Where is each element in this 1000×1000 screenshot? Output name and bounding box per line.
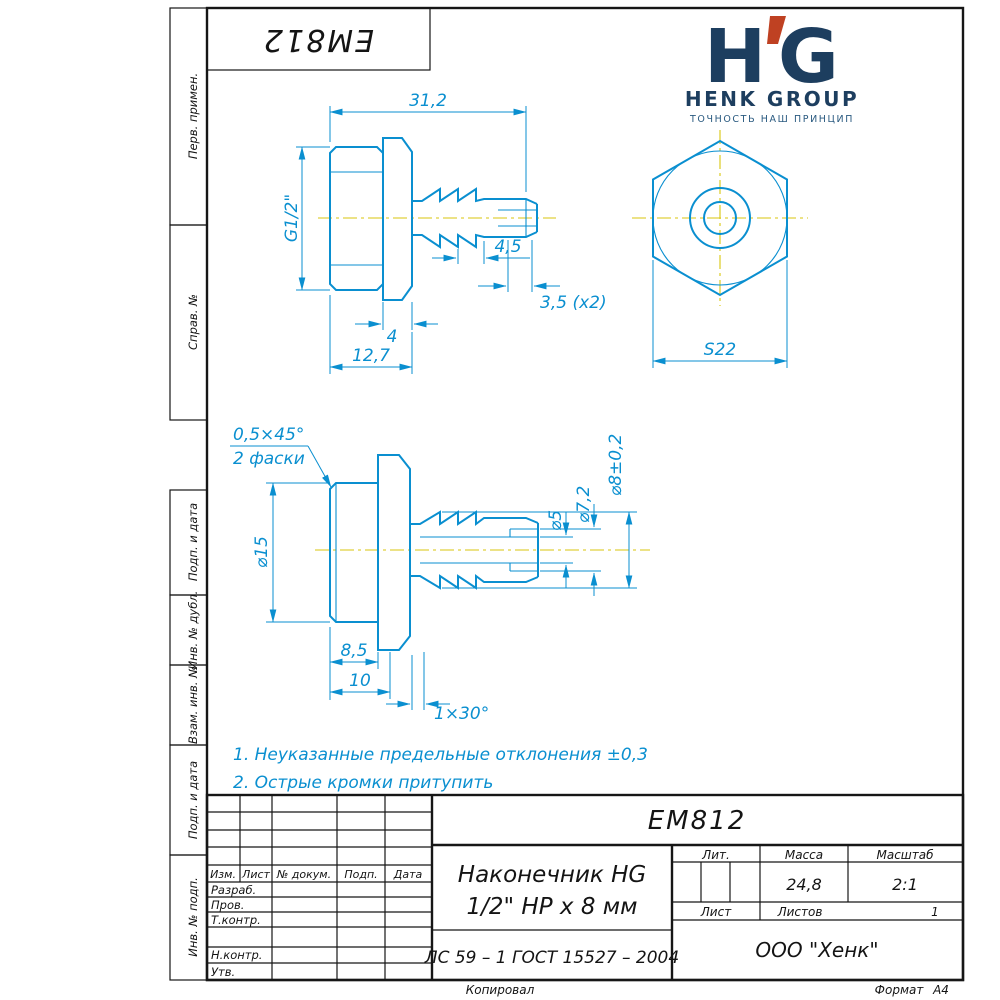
footer: Копировал Формат А4 (466, 983, 949, 997)
section-barb-bottom (410, 574, 539, 590)
sheet-label: Лист (700, 905, 732, 919)
front-view-bore-outer (689, 187, 751, 249)
row-nkontr: Н.контр. (211, 948, 262, 962)
section-collar (377, 454, 411, 651)
copied-label: Копировал (466, 983, 535, 997)
scale-label: Масштаб (876, 848, 934, 862)
technical-notes: 1. Неуказанные предельные отклонения ±0,… (233, 745, 648, 793)
front-view-chamfer-circle (652, 150, 788, 286)
dim-thread: G1/2" (282, 194, 302, 242)
top-stamp-code: EM812 (262, 22, 374, 57)
doc-number: EM812 (648, 806, 747, 836)
front-view-hexagon (652, 139, 788, 297)
side-view-barb-bottom (412, 231, 538, 249)
part-name-line2: 1/2" НР х 8 мм (467, 894, 638, 920)
margin-label-podp2: Подп. и дата (186, 761, 200, 839)
row-razrab: Разраб. (211, 883, 256, 897)
dim-d72: ⌀7,2 (574, 486, 594, 523)
section-head (329, 482, 379, 623)
margin-labels: Перв. примен. Справ. № Подп. и дата Инв.… (186, 73, 200, 957)
side-view-barb-top (412, 187, 538, 205)
note-1: 1. Неуказанные предельные отклонения ±0,… (233, 745, 648, 765)
section-barb-top (410, 510, 539, 526)
lit-label: Лит. (701, 848, 730, 862)
dim-85: 8,5 (340, 641, 367, 661)
format-value: А4 (932, 983, 949, 997)
top-stamp: EM812 (206, 7, 431, 71)
part-name-line1: Наконечник HG (458, 862, 646, 888)
dim-length: 31,2 (409, 91, 447, 111)
company-name: ООО "Хенк" (755, 938, 878, 962)
dim-across-flats: S22 (704, 340, 736, 360)
dim-barb-pitch: 3,5 (x2) (540, 293, 607, 313)
row-utv: Утв. (211, 965, 235, 979)
front-view-bore-inner (703, 201, 737, 235)
title-block: EM812 Наконечник HG 1/2" НР х 8 мм ЛС 59… (205, 793, 965, 982)
col-list: Лист (241, 868, 270, 881)
mass-label: Масса (785, 848, 823, 862)
logo-company-name: HENK GROUP (685, 87, 859, 111)
dim-head-length: 12,7 (352, 346, 390, 366)
scale-value: 2:1 (892, 875, 918, 894)
sheet-frame (169, 6, 965, 982)
dim-d5: ⌀5 (546, 510, 566, 531)
mass-value: 24,8 (786, 875, 822, 894)
side-view: 31,2 G1/2" 4,5 3,5 (x2) 4 12,7 (282, 91, 607, 374)
margin-label-podp1: Подп. и дата (186, 503, 200, 581)
margin-label-inv-podp: Инв. № подп. (186, 877, 200, 957)
dim-d15: ⌀15 (252, 536, 272, 568)
dim-chamfer-130: 1×30° (434, 704, 489, 724)
material-spec: ЛС 59 – 1 ГОСТ 15527 – 2004 (424, 948, 679, 968)
sheets-label: Листов (777, 905, 823, 919)
side-view-collar (382, 137, 413, 301)
logo-letter-g: G (778, 14, 839, 100)
margin-label-perv: Перв. примен. (186, 73, 200, 159)
sheets-value: 1 (931, 905, 939, 919)
logo-tagline: ТОЧНОСТЬ НАШ ПРИНЦИП (689, 114, 854, 125)
col-data: Дата (393, 868, 423, 881)
logo-letter-h: H (704, 14, 766, 100)
note-2: 2. Острые кромки притупить (233, 773, 493, 793)
margin-label-inv-dubl: Инв. № дубл. (186, 591, 200, 670)
col-doc-no: № докум. (276, 868, 331, 881)
row-tkontr: Т.контр. (211, 913, 261, 927)
col-podp: Подп. (344, 868, 377, 881)
section-view: 0,5×45° 2 фаски ⌀15 ⌀8±0,2 ⌀5 ⌀7,2 8,5 (230, 425, 650, 724)
format-label: Формат (875, 983, 925, 997)
front-view: S22 (632, 130, 808, 368)
margin-label-sprav: Справ. № (186, 294, 200, 350)
margin-label-vzam: Взам. инв. № (186, 666, 200, 744)
dim-d8: ⌀8±0,2 (606, 434, 626, 496)
note-chamfer-count: 2 фаски (233, 449, 305, 469)
logo-apostrophe-icon (767, 16, 786, 44)
note-chamfer-size: 0,5×45° (233, 425, 304, 445)
col-izm: Изм. (210, 868, 236, 881)
dim-collar-width: 4 (387, 327, 398, 347)
dim-10: 10 (349, 671, 371, 691)
company-logo: H G HENK GROUP ТОЧНОСТЬ НАШ ПРИНЦИП (685, 14, 859, 125)
row-prov: Пров. (211, 898, 244, 912)
